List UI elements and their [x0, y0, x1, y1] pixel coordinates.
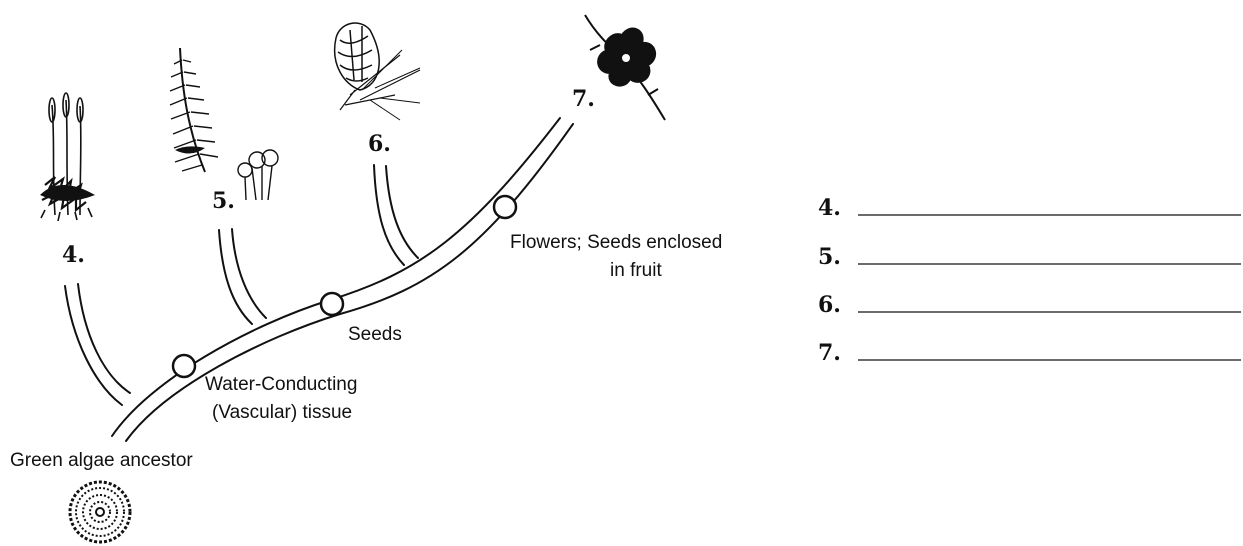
moss-icon — [40, 93, 95, 221]
answer-section: 4. 5. 6. 7. — [818, 195, 1241, 366]
branch-6 — [374, 165, 404, 265]
flowers-label-line1: Flowers; Seeds enclosed — [510, 232, 722, 253]
branch-number-6: 6. — [368, 131, 391, 157]
branch-number-7: 7. — [572, 86, 595, 112]
vascular-label-line1: Water-Conducting — [205, 374, 357, 395]
algae-icon — [70, 482, 130, 542]
pine-cone-icon — [335, 23, 420, 120]
branch-5 — [219, 230, 252, 324]
branch-number-5: 5. — [212, 188, 235, 214]
fern-icon — [170, 48, 278, 200]
branch-number-4: 4. — [62, 242, 85, 268]
answer-number-6: 6. — [818, 292, 841, 318]
branch-6-inner — [386, 166, 418, 258]
branch-4-inner — [78, 284, 130, 393]
flowers-label-line2: in fruit — [610, 260, 662, 281]
vascular-node — [173, 355, 195, 377]
answer-number-5: 5. — [818, 244, 841, 270]
flower-icon — [585, 15, 665, 120]
ancestor-label: Green algae ancestor — [10, 450, 193, 471]
vascular-label-line2: (Vascular) tissue — [212, 402, 352, 423]
answer-number-4: 4. — [818, 195, 841, 221]
flowers-node — [494, 196, 516, 218]
seeds-label: Seeds — [348, 324, 402, 345]
answer-number-7: 7. — [818, 340, 841, 366]
seeds-node — [321, 293, 343, 315]
